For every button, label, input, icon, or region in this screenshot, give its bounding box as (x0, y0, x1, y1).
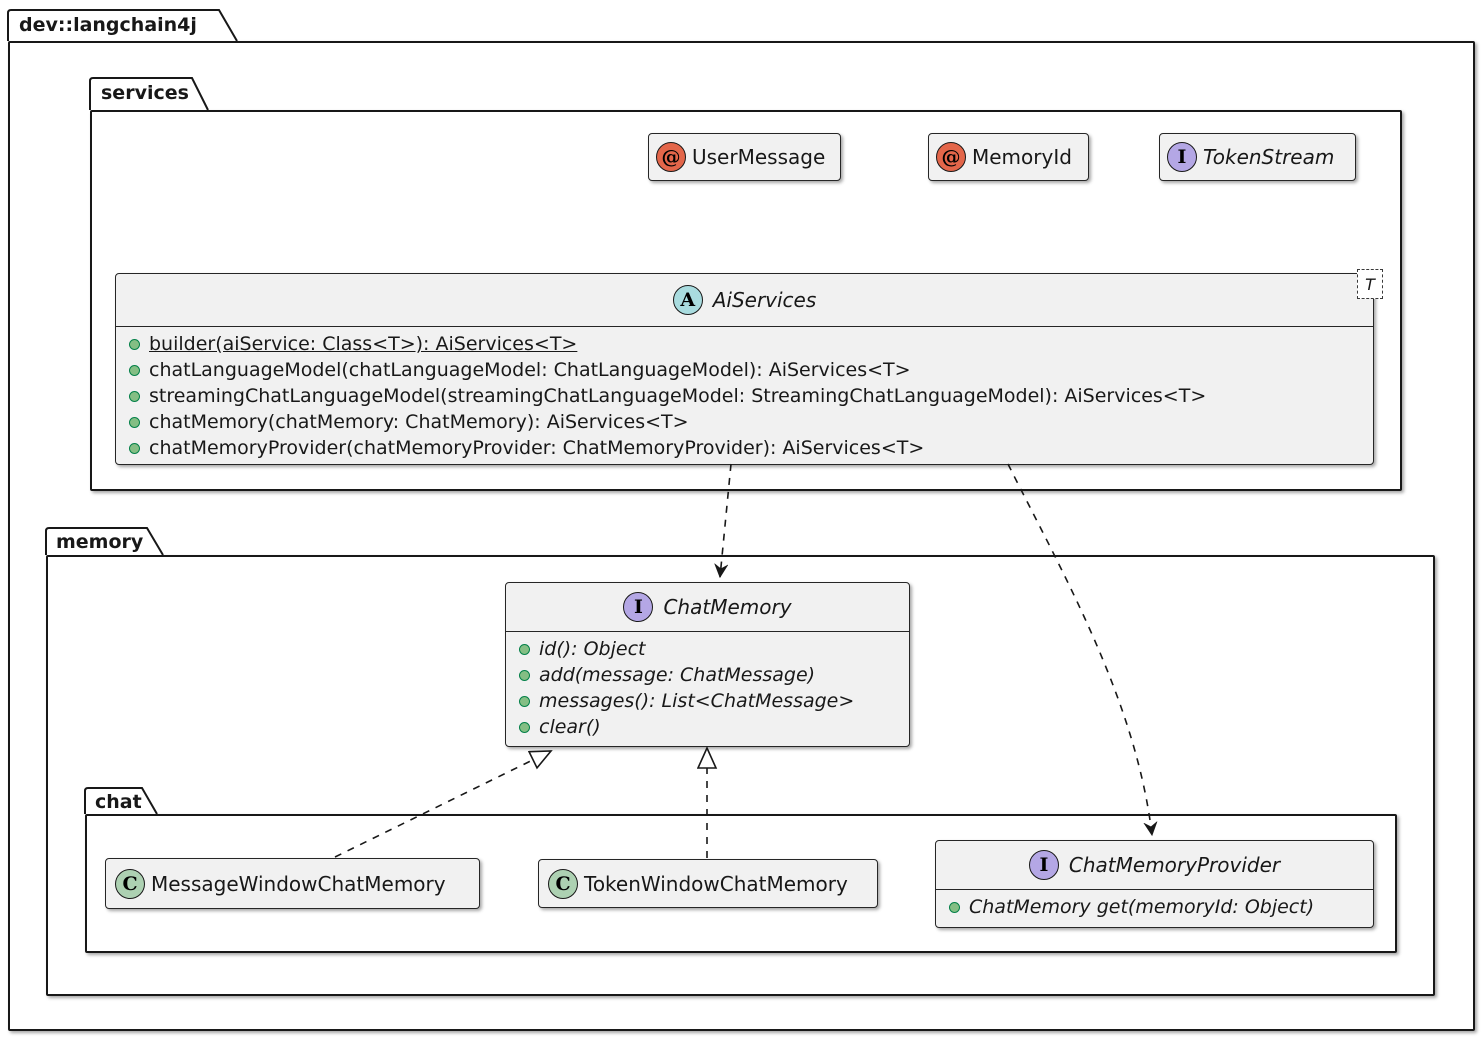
interface-chat-memory-provider: I ChatMemoryProvider ChatMemory get(memo… (935, 840, 1374, 928)
generic-type-letter: T (1365, 274, 1375, 294)
method-text: ChatMemory get(memoryId: Object) (969, 896, 1315, 918)
class-token-window-chat-memory: C TokenWindowChatMemory (538, 859, 878, 908)
method-row: ChatMemory get(memoryId: Object) (936, 892, 1373, 922)
interface-icon: I (623, 592, 654, 622)
method-text: chatLanguageModel(chatLanguageModel: Cha… (149, 359, 911, 381)
class-header: A AiServices (116, 274, 1373, 326)
generic-type-marker: T (1357, 269, 1383, 299)
method-text: clear() (539, 716, 601, 738)
interface-icon: I (1167, 142, 1197, 172)
package-label-services: services (101, 82, 189, 104)
class-title: AiServices (712, 288, 817, 312)
package-label-root: dev::langchain4j (19, 14, 197, 36)
method-row: chatMemoryProvider(chatMemoryProvider: C… (116, 435, 1373, 461)
interface-token-stream: I TokenStream (1159, 133, 1356, 181)
class-message-window-chat-memory: C MessageWindowChatMemory (105, 858, 480, 909)
method-row: chatLanguageModel(chatLanguageModel: Cha… (116, 357, 1373, 383)
interface-chat-memory: I ChatMemory id(): Object add(message: C… (505, 582, 910, 747)
method-text: id(): Object (539, 638, 646, 660)
abstract-class-icon: A (672, 285, 703, 315)
interface-icon: I (1028, 850, 1059, 880)
method-text: chatMemoryProvider(chatMemoryProvider: C… (149, 437, 925, 459)
class-ai-services: A AiServices builder(aiService: Class<T>… (115, 273, 1374, 465)
method-row: chatMemory(chatMemory: ChatMemory): AiSe… (116, 409, 1373, 435)
method-row: messages(): List<ChatMessage> (506, 688, 909, 714)
annotation-icon: @ (936, 142, 966, 172)
method-row: builder(aiService: Class<T>): AiServices… (116, 331, 1373, 357)
method-row: streamingChatLanguageModel(streamingChat… (116, 383, 1373, 409)
public-visibility-icon (519, 643, 530, 655)
public-visibility-icon (129, 390, 140, 402)
public-visibility-icon (519, 695, 530, 707)
class-user-message: @ UserMessage (648, 133, 841, 181)
public-visibility-icon (129, 442, 140, 454)
class-icon: C (115, 868, 145, 899)
public-visibility-icon (949, 901, 960, 913)
method-text: messages(): List<ChatMessage> (539, 690, 855, 712)
annotation-icon: @ (656, 142, 686, 172)
method-row: clear() (506, 714, 909, 740)
interface-title: ChatMemory (663, 595, 792, 619)
package-label-chat: chat (95, 791, 142, 813)
public-visibility-icon (519, 669, 530, 681)
method-text: builder(aiService: Class<T>): AiServices… (149, 333, 578, 355)
methods-compartment: id(): Object add(message: ChatMessage) m… (506, 631, 909, 740)
class-title: MemoryId (972, 145, 1072, 169)
interface-title: ChatMemoryProvider (1068, 853, 1281, 877)
class-title: TokenWindowChatMemory (584, 871, 848, 896)
class-header: I ChatMemory (506, 583, 909, 631)
public-visibility-icon (129, 416, 140, 428)
method-text: add(message: ChatMessage) (539, 664, 816, 686)
public-visibility-icon (129, 364, 140, 376)
class-icon: C (548, 868, 578, 899)
method-text: chatMemory(chatMemory: ChatMemory): AiSe… (149, 411, 689, 433)
method-text: streamingChatLanguageModel(streamingChat… (149, 385, 1207, 407)
method-row: add(message: ChatMessage) (506, 662, 909, 688)
public-visibility-icon (129, 338, 140, 350)
method-row: id(): Object (506, 636, 909, 662)
class-memory-id: @ MemoryId (928, 133, 1089, 181)
class-header: I ChatMemoryProvider (936, 841, 1373, 889)
class-title: UserMessage (692, 145, 826, 169)
package-label-memory: memory (56, 531, 144, 553)
methods-compartment: ChatMemory get(memoryId: Object) (936, 889, 1373, 922)
public-visibility-icon (519, 721, 530, 733)
interface-title: TokenStream (1203, 145, 1335, 169)
methods-compartment: builder(aiService: Class<T>): AiServices… (116, 326, 1373, 461)
class-title: MessageWindowChatMemory (151, 871, 446, 896)
